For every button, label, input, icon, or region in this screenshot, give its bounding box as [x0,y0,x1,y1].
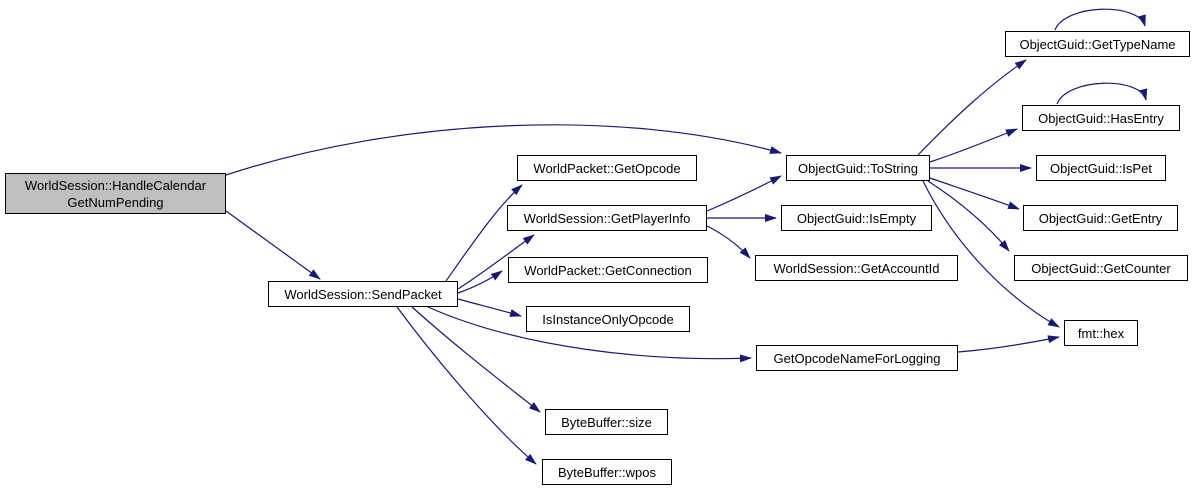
edge-send-packet-to-get-opcode-name-for-logging [427,306,752,363]
edge-objectguid-tostring-to-objectguid-getcounter [927,180,1010,252]
node-objectguid-ispet[interactable]: ObjectGuid::IsPet [1036,155,1166,181]
node-bytebuffer-size[interactable]: ByteBuffer::size [545,409,668,435]
edge-objectguid-hasentry-to-objectguid-hasentry [1056,82,1148,105]
edge-send-packet-to-get-player-info [457,234,535,290]
edge-get-player-info-to-objectguid-tostring [706,175,782,212]
edge-get-player-info-to-get-account-id [706,225,751,259]
node-objectguid-isempty[interactable]: ObjectGuid::IsEmpty [781,205,932,231]
edge-objectguid-tostring-to-fmt-hex [922,180,1060,328]
edge-objectguid-tostring-to-objectguid-getentry [929,177,1020,210]
edge-handle-calendar-get-num-pending-to-send-packet [225,210,321,280]
edge-get-opcode-name-for-logging-to-fmt-hex [957,335,1060,353]
edge-send-packet-to-get-connection [457,270,503,294]
edge-send-packet-to-is-instance-only-opcode [457,298,522,317]
node-is-instance-only-opcode[interactable]: IsInstanceOnlyOpcode [526,306,690,332]
node-objectguid-tostring[interactable]: ObjectGuid::ToString [786,155,930,181]
edge-objectguid-gettypename-to-objectguid-gettypename [1054,8,1146,31]
node-get-opcode-name-for-logging[interactable]: GetOpcodeNameForLogging [756,345,958,371]
node-objectguid-getcounter[interactable]: ObjectGuid::GetCounter [1014,255,1188,281]
node-get-opcode[interactable]: WorldPacket::GetOpcode [517,155,697,181]
edge-handle-calendar-get-num-pending-to-objectguid-tostring [225,124,782,176]
node-fmt-hex[interactable]: fmt::hex [1064,320,1138,346]
node-get-connection[interactable]: WorldPacket::GetConnection [508,257,708,283]
node-objectguid-hasentry[interactable]: ObjectGuid::HasEntry [1022,105,1180,131]
node-send-packet[interactable]: WorldSession::SendPacket [268,281,458,307]
edge-send-packet-to-bytebuffer-wpos [396,306,537,465]
node-get-account-id[interactable]: WorldSession::GetAccountId [755,255,958,281]
edge-send-packet-to-bytebuffer-size [411,306,541,413]
node-handle-calendar-get-num-pending[interactable]: WorldSession::HandleCalendar GetNumPendi… [5,173,226,214]
node-bytebuffer-wpos[interactable]: ByteBuffer::wpos [542,459,672,485]
edge-objectguid-tostring-to-objectguid-gettypename [917,59,1027,156]
edge-send-packet-to-get-opcode [445,184,523,282]
node-objectguid-gettypename[interactable]: ObjectGuid::GetTypeName [1005,31,1190,57]
node-get-player-info[interactable]: WorldSession::GetPlayerInfo [507,205,707,231]
edge-objectguid-tostring-to-objectguid-hasentry [929,128,1018,163]
node-objectguid-getentry[interactable]: ObjectGuid::GetEntry [1023,205,1178,231]
